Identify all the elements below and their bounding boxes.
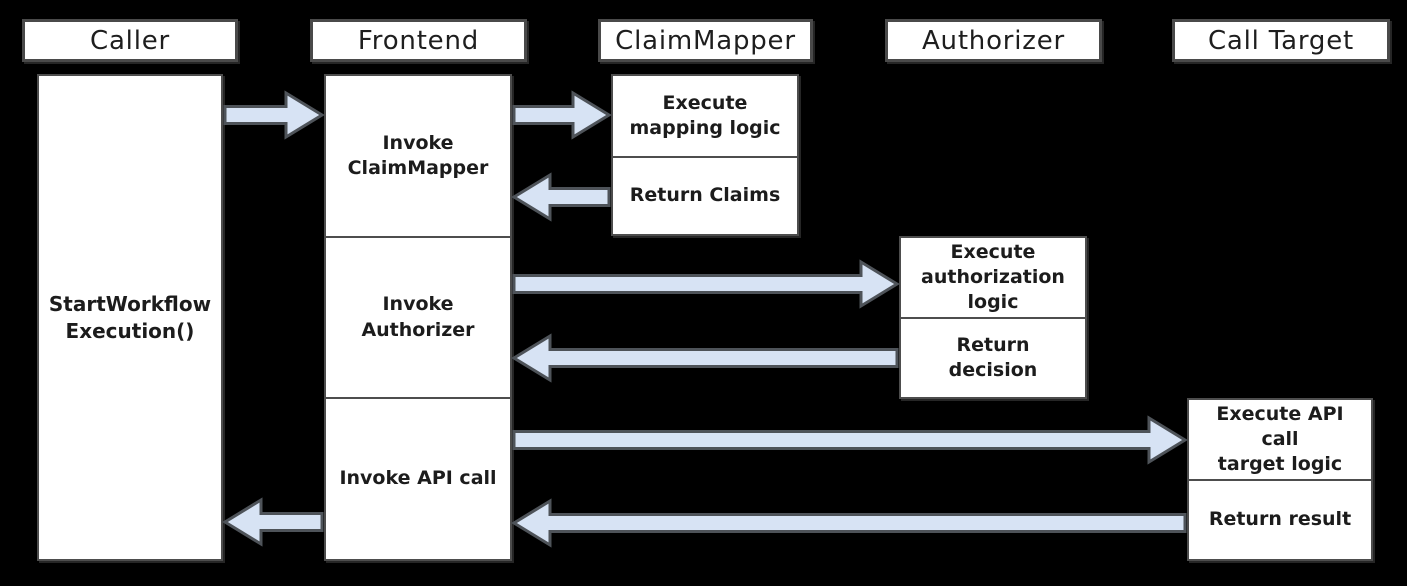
step-return-result: Return result xyxy=(1189,479,1371,559)
step-return-claims: Return Claims xyxy=(613,156,797,234)
step-execute-mapping-logic: Execute mapping logic xyxy=(629,91,781,139)
arrow-call-target-to-frontend xyxy=(511,498,1187,548)
actor-label: Call Target xyxy=(1207,25,1355,56)
actor-label: Authorizer xyxy=(921,25,1066,56)
arrow-frontend-to-call-target xyxy=(512,415,1188,465)
step-invoke-claimmapper: Invoke ClaimMapper xyxy=(347,131,489,179)
step-execute-api-call-target-logic: Execute API call target logic xyxy=(1216,402,1344,476)
lifeline-call-target: Execute API call target logic Return res… xyxy=(1187,398,1373,561)
actor-header-call-target: Call Target xyxy=(1172,19,1390,62)
step-execute-authorization-logic: Execute authorization logic xyxy=(921,240,1065,314)
step-return-decision: Return decision xyxy=(901,317,1085,397)
actor-header-frontend: Frontend xyxy=(310,19,527,62)
actor-label: Frontend xyxy=(357,25,480,56)
lifeline-caller: StartWorkflow Execution() xyxy=(37,74,223,561)
actor-header-claimmapper: ClaimMapper xyxy=(598,19,813,62)
arrow-frontend-to-authorizer xyxy=(512,259,900,309)
arrow-claimmapper-to-frontend xyxy=(511,172,611,222)
lifeline-authorizer: Execute authorization logic Return decis… xyxy=(899,236,1087,399)
actor-label: Caller xyxy=(89,25,171,56)
arrow-frontend-to-caller xyxy=(222,497,324,547)
actor-label: ClaimMapper xyxy=(615,25,796,56)
step-invoke-api-call: Invoke API call xyxy=(326,397,510,559)
arrow-authorizer-to-frontend xyxy=(511,333,899,383)
step-invoke-authorizer: Invoke Authorizer xyxy=(326,236,510,397)
actor-header-authorizer: Authorizer xyxy=(885,19,1102,62)
step-startworkflow-execution: StartWorkflow Execution() xyxy=(48,292,212,343)
lifeline-claimmapper: Execute mapping logic Return Claims xyxy=(611,74,799,236)
arrow-caller-to-frontend xyxy=(223,90,325,140)
arrow-frontend-to-claimmapper xyxy=(512,90,612,140)
lifeline-frontend: Invoke ClaimMapper Invoke Authorizer Inv… xyxy=(324,74,512,561)
actor-header-caller: Caller xyxy=(22,19,238,62)
